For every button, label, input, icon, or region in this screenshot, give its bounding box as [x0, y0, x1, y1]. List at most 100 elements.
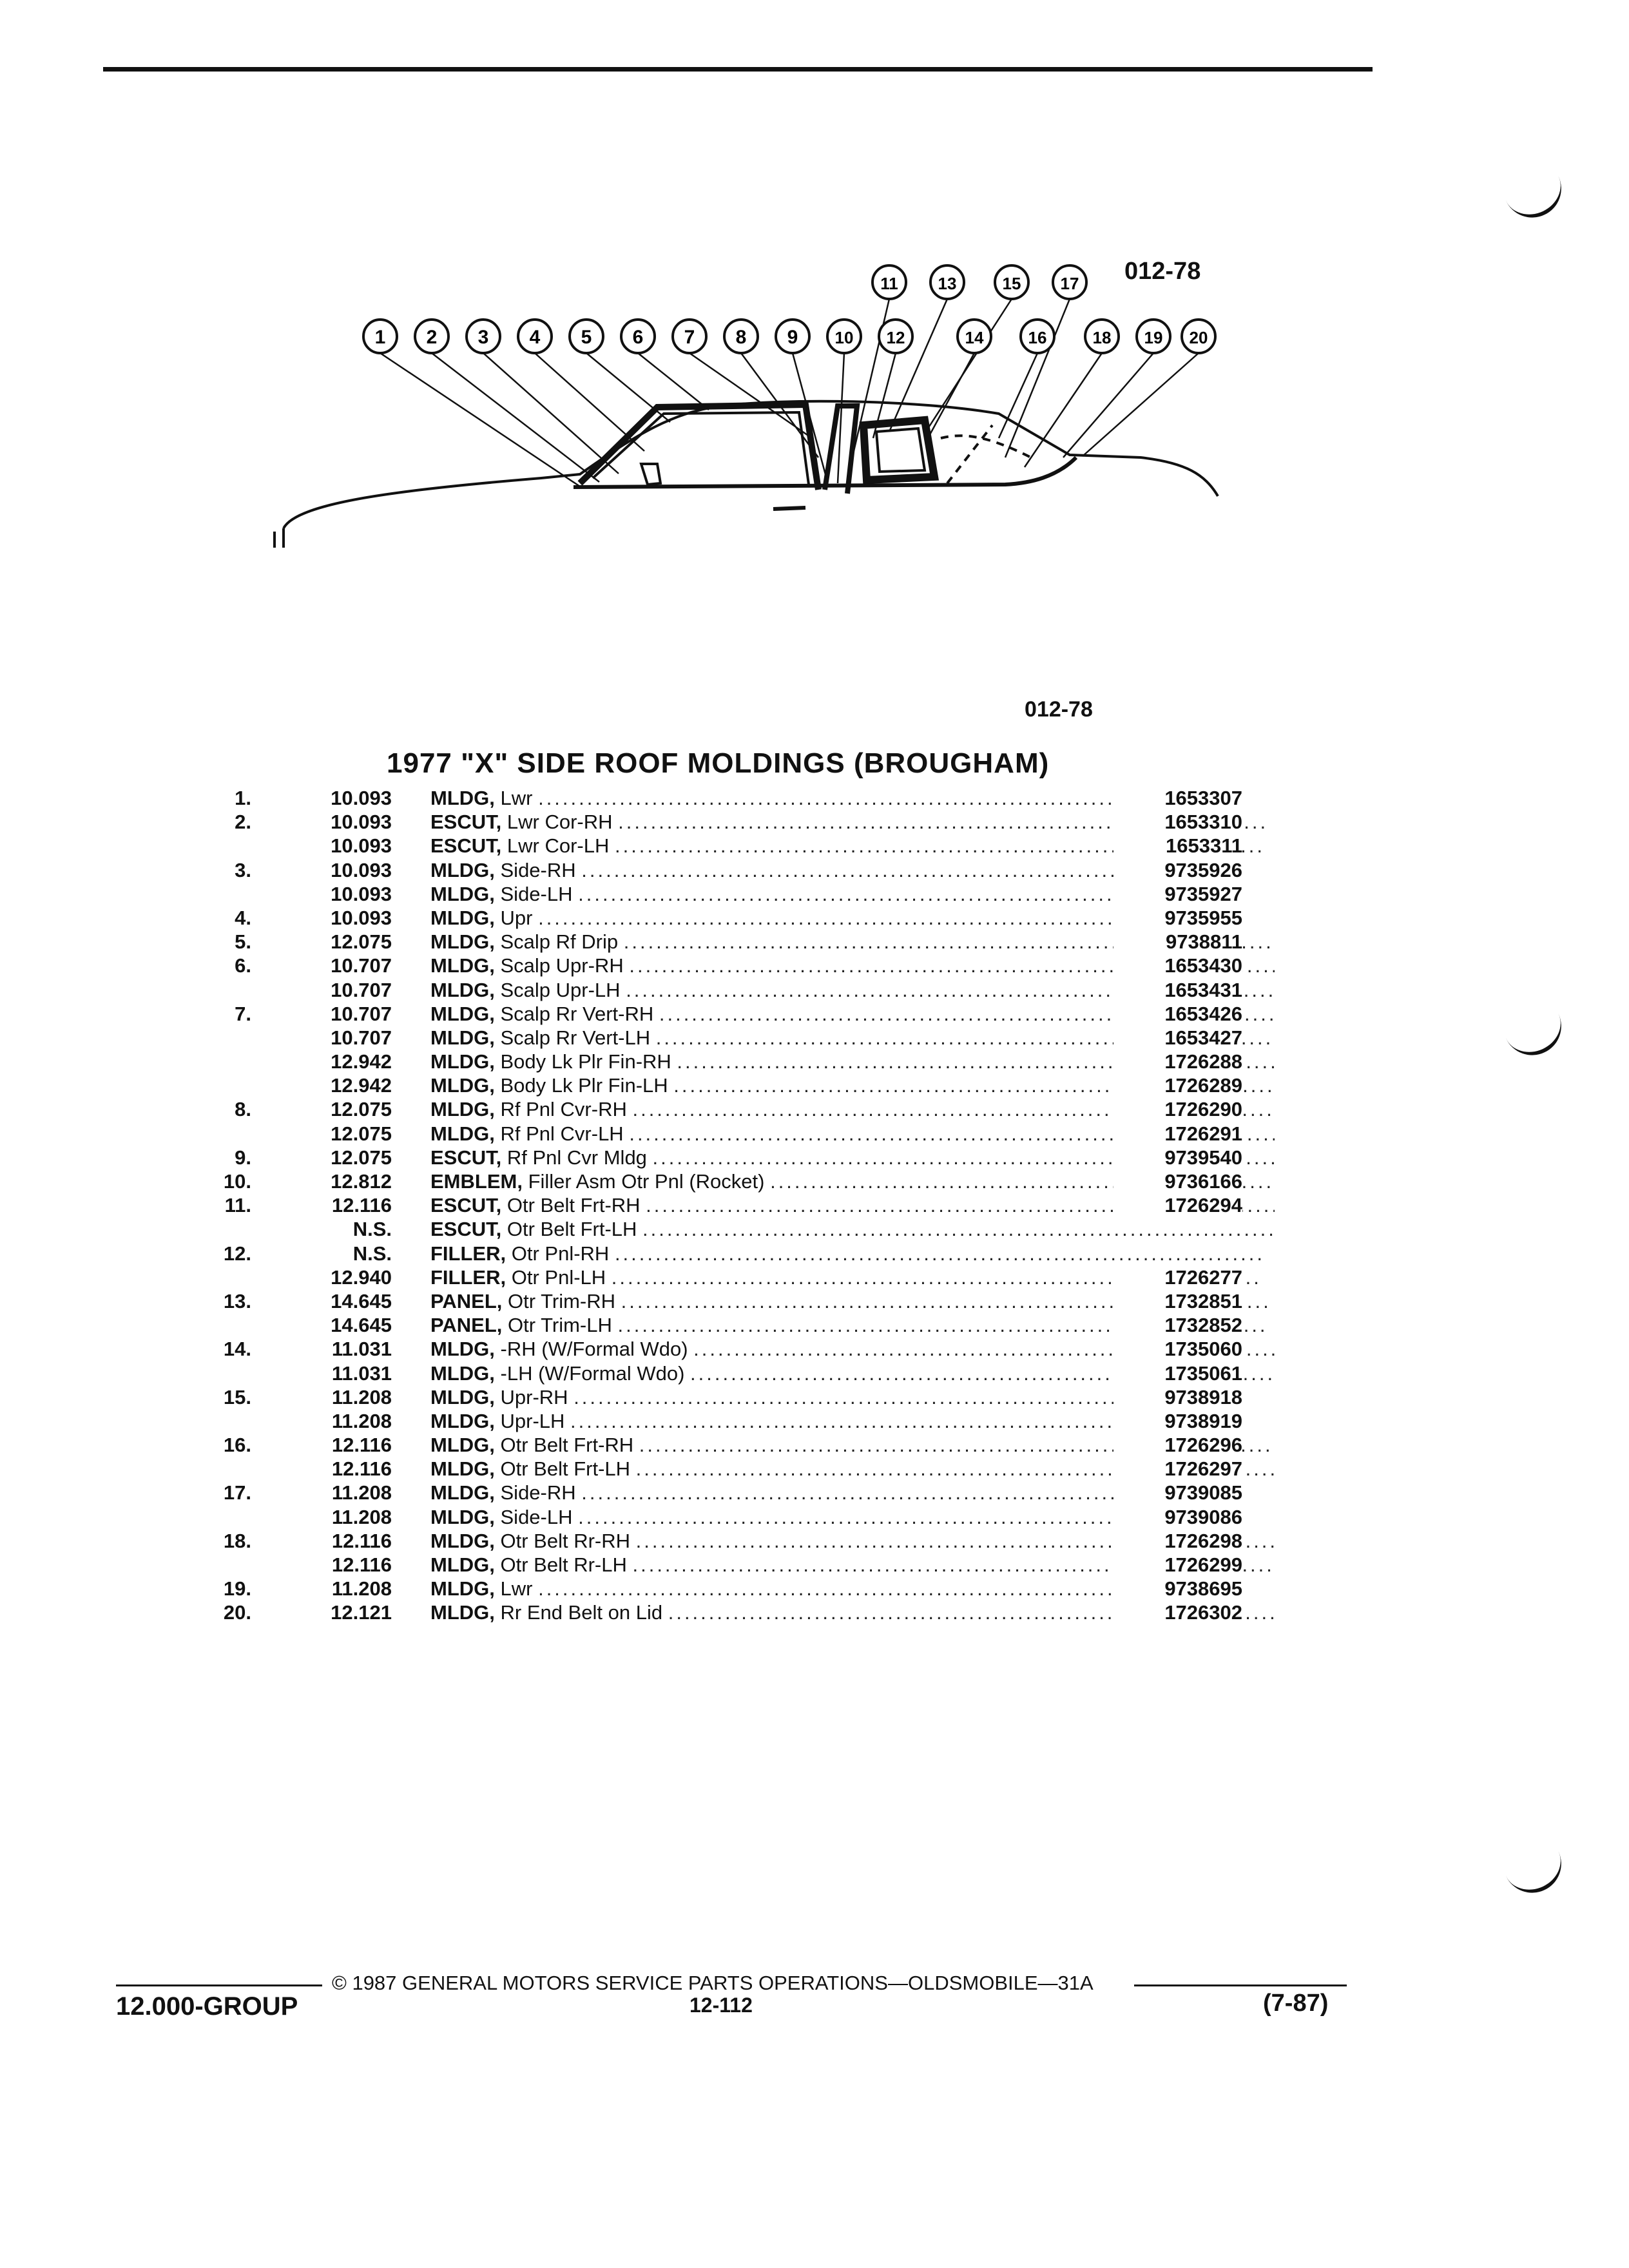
part-detail: Rr End Belt on Lid [500, 1601, 663, 1624]
part-name: MLDG, [430, 1385, 495, 1408]
part-name: MLDG, [430, 930, 495, 954]
callout-leader [740, 352, 820, 458]
callout-leader [534, 352, 645, 452]
group-number: N.S. [352, 1242, 392, 1265]
group-number: 10.093 [331, 882, 392, 905]
table-row: N.S.ESCUT, Otr Belt Frt-LH .............… [193, 1217, 1275, 1241]
callout-label: 12 [887, 328, 905, 347]
part-number: 1653310 [1113, 810, 1242, 834]
callout-2: 2 [414, 318, 450, 354]
part-description: MLDG, Rr End Belt on Lid ...............… [430, 1600, 1275, 1624]
group-number: 12.942 [331, 1074, 392, 1097]
footer-rule-left [116, 1984, 322, 1986]
part-name: MLDG, [430, 1409, 495, 1432]
item-number: 8. [235, 1098, 251, 1121]
part-number: 9738918 [1113, 1385, 1242, 1409]
figure-code: 012-78 [1124, 258, 1201, 285]
leader-dots: ........................................… [574, 1385, 1224, 1408]
part-number: 1653431 [1113, 977, 1242, 1002]
part-detail: Side-LH [500, 882, 573, 905]
part-detail: Filler Asm Otr Pnl (Rocket) [528, 1170, 765, 1193]
part-number: 1653427 [1113, 1025, 1242, 1050]
item-number: 12. [223, 1242, 251, 1265]
part-name: MLDG, [430, 858, 495, 881]
part-description: ESCUT, Otr Belt Frt-LH .................… [430, 1217, 1275, 1241]
callout-7: 7 [671, 318, 708, 354]
item-number: 6. [235, 954, 251, 977]
part-detail: Scalp Upr-LH [500, 978, 621, 1001]
group-number: 14.645 [331, 1289, 392, 1312]
callout-leader [791, 352, 827, 477]
part-number: 1726277 [1113, 1265, 1242, 1289]
part-detail: Side-RH [500, 1481, 576, 1504]
part-name: EMBLEM, [430, 1170, 523, 1193]
callout-17: 17 [1052, 264, 1088, 300]
part-detail: Upr [500, 906, 533, 929]
part-number: 1653430 [1113, 954, 1242, 978]
part-number: 9739085 [1113, 1481, 1242, 1505]
binder-hole-mark [1503, 1845, 1571, 1903]
item-number: 17. [223, 1481, 251, 1504]
part-detail: Otr Trim-RH [508, 1289, 616, 1312]
callout-label: 5 [581, 327, 592, 348]
part-number: 9739540 [1113, 1145, 1242, 1169]
part-number: 1653311 [1113, 834, 1242, 858]
part-name: ESCUT, [430, 834, 502, 858]
part-name: MLDG, [430, 1338, 495, 1361]
part-name: ESCUT, [430, 1218, 502, 1241]
part-name: MLDG, [430, 1098, 495, 1121]
part-number: 1726298 [1113, 1528, 1242, 1553]
part-detail: Scalp Rr Vert-LH [500, 1026, 651, 1049]
part-name: MLDG, [430, 1601, 495, 1624]
group-number: 10.093 [331, 787, 392, 809]
part-name: MLDG, [430, 1553, 495, 1576]
part-detail: Lwr [500, 1577, 533, 1600]
callout-label: 4 [530, 327, 541, 348]
callout-label: 16 [1028, 328, 1047, 347]
group-number: 12.075 [331, 1146, 392, 1169]
part-number: 1735060 [1113, 1337, 1242, 1361]
part-number: 1726289 [1113, 1073, 1242, 1098]
part-name: MLDG, [430, 1026, 495, 1049]
callout-leader [836, 352, 845, 484]
part-detail: Upr-LH [500, 1409, 565, 1432]
part-detail: Scalp Rr Vert-RH [500, 1002, 654, 1025]
group-number: 12.116 [331, 1457, 392, 1481]
group-number: 10.707 [331, 1026, 392, 1049]
part-number: 1726290 [1113, 1097, 1242, 1122]
item-number: 3. [235, 858, 251, 881]
item-number: 13. [223, 1289, 251, 1312]
part-detail: Upr-RH [500, 1385, 568, 1408]
part-detail: -RH (W/Formal Wdo) [500, 1338, 688, 1361]
part-name: MLDG, [430, 1050, 495, 1073]
part-name: PANEL, [430, 1314, 503, 1337]
callout-1: 1 [362, 318, 398, 354]
part-description: MLDG, Upr ..............................… [430, 906, 1275, 930]
leader-dots: ........................................… [642, 1218, 1275, 1241]
item-number: 5. [235, 930, 251, 954]
callout-leader [380, 352, 581, 488]
callout-label: 3 [478, 327, 489, 348]
part-number: 9739086 [1113, 1504, 1242, 1529]
callout-20: 20 [1181, 318, 1217, 354]
part-detail: Body Lk Plr Fin-RH [500, 1050, 671, 1073]
group-number: 12.121 [331, 1601, 392, 1624]
part-detail: Lwr Cor-RH [506, 811, 613, 834]
callout-15: 15 [994, 264, 1030, 300]
callout-label: 19 [1144, 328, 1163, 347]
top-rule [103, 67, 1373, 72]
part-detail: Rf Pnl Cvr-LH [500, 1122, 624, 1145]
callout-leader [888, 298, 949, 432]
table-row: 12.N.S.FILLER, Otr Pnl-RH ..............… [193, 1242, 1262, 1265]
part-number: 1653307 [1113, 786, 1242, 810]
group-number: 12.116 [331, 1434, 392, 1457]
